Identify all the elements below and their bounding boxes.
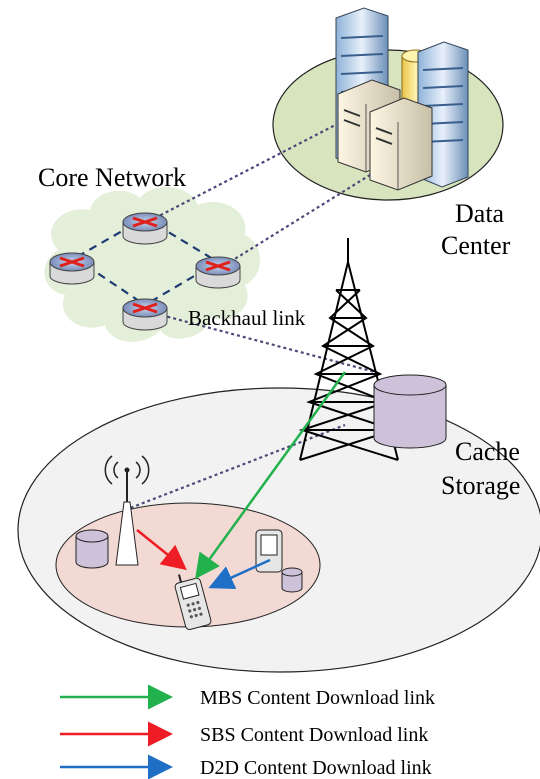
cache-storage-label-line1: Cache <box>455 437 520 466</box>
router-icon <box>122 212 168 245</box>
data-center-label-line1: Data <box>455 199 505 228</box>
server-tower-icon <box>369 97 433 191</box>
pda-icon <box>255 529 283 573</box>
legend-label-d2d: D2D Content Download link <box>200 757 432 779</box>
small-cell-antenna-icon <box>104 455 150 566</box>
core-network-cloud <box>44 186 261 342</box>
data-center-label-line2: Center <box>441 231 511 260</box>
router-icon <box>122 298 168 331</box>
backhaul-link-label: Backhaul link <box>188 306 306 330</box>
database-icon <box>373 374 447 449</box>
mbs-download-arrow <box>195 371 347 580</box>
router-icon <box>49 252 95 285</box>
d2d-download-arrow <box>208 558 271 590</box>
cache-storage-label-line2: Storage <box>441 471 520 500</box>
legend: MBS Content Download link SBS Content Do… <box>60 684 435 779</box>
sbs-download-arrow <box>136 529 187 571</box>
core-network-label: Core Network <box>38 163 186 192</box>
router-icon <box>195 256 241 289</box>
legend-label-sbs: SBS Content Download link <box>200 724 428 746</box>
database-icon <box>281 567 303 593</box>
legend-label-mbs: MBS Content Download link <box>200 687 435 709</box>
database-icon <box>75 529 109 569</box>
backhaul-links <box>124 119 376 512</box>
mobile-phone-icon <box>174 574 212 631</box>
